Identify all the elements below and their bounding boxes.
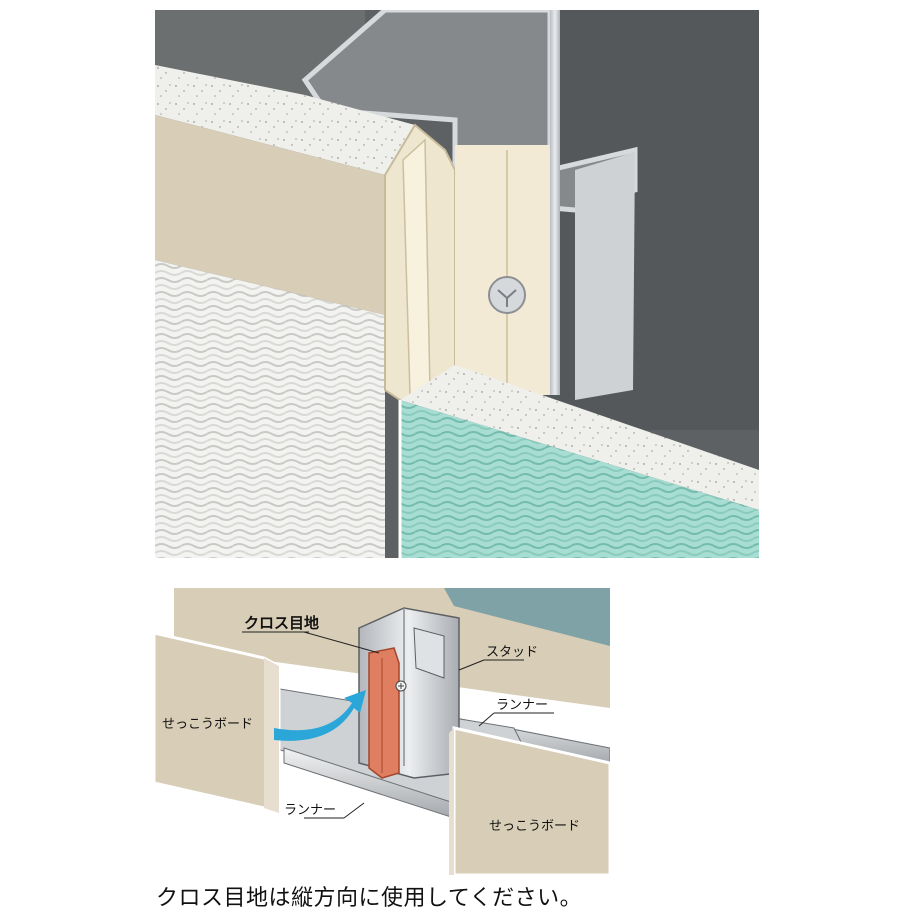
label-stud: スタッド bbox=[486, 645, 538, 660]
left-white-cloth bbox=[155, 260, 385, 558]
back-board-teal bbox=[444, 588, 610, 646]
left-board-face bbox=[155, 115, 385, 315]
caption: クロス目地は縦方向に使用してください。 bbox=[156, 886, 583, 911]
top-illustration bbox=[155, 7, 759, 558]
label-cross-joint: クロス目地 bbox=[244, 614, 319, 632]
label-runner-right: ランナー bbox=[496, 698, 548, 713]
bottom-illustration: クロス目地 スタッド ランナー ランナー せっこうボード せっこうボード bbox=[152, 588, 612, 877]
right-board-top bbox=[400, 365, 759, 510]
corner-joint-closeup bbox=[155, 7, 759, 558]
label-board-left: せっこうボード bbox=[162, 717, 253, 732]
left-board-top bbox=[155, 65, 415, 175]
label-board-right: せっこうボード bbox=[489, 819, 580, 834]
arrow-icon bbox=[274, 690, 366, 741]
stud-channel bbox=[301, 7, 638, 213]
right-teal-cloth bbox=[400, 400, 759, 558]
label-runner-bottom: ランナー bbox=[284, 803, 336, 818]
installation-diagram: クロス目地 スタッド ランナー ランナー せっこうボード せっこうボード bbox=[152, 588, 612, 877]
cross-joint-highlight bbox=[368, 647, 400, 779]
screw-icon bbox=[488, 276, 526, 314]
